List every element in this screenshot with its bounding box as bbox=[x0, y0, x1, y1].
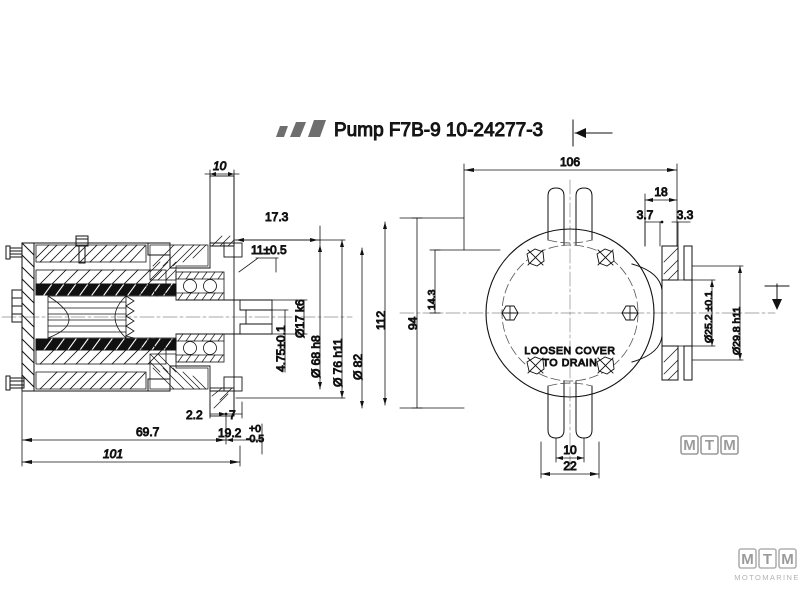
dim-d25-2 bbox=[677, 279, 716, 347]
dim-label-4-75: 4.75±0.1 bbox=[274, 325, 288, 372]
dim-label-d25-2: Ø25.2 ±0.1 bbox=[703, 291, 715, 343]
cam-ring-upper bbox=[35, 269, 167, 285]
dim-label-11: 11±0.5 bbox=[251, 243, 287, 257]
flange-bolt-bottom bbox=[5, 375, 25, 391]
dim-94 bbox=[399, 217, 465, 409]
flange-boss-middle bbox=[11, 289, 23, 323]
ball-bearing-upper bbox=[175, 271, 225, 301]
section-arrow-top bbox=[572, 119, 613, 147]
front-centerlines bbox=[399, 179, 776, 471]
watermark-letter-m1: M bbox=[683, 437, 696, 454]
dim-label-19-2: 19.2 bbox=[218, 426, 242, 440]
drain-note-line1: LOOSEN COVER bbox=[524, 345, 615, 357]
cover-bolts bbox=[501, 248, 639, 375]
dim-label-3-3: 3.3 bbox=[677, 208, 694, 222]
dim-label-19-2-tol-lo: -0.5 bbox=[246, 433, 264, 445]
dim-d68 bbox=[318, 244, 322, 390]
cover-bolt bbox=[596, 248, 615, 267]
dim-label-18: 18 bbox=[654, 185, 668, 199]
title-block: Pump F7B-9 10-24277-3 bbox=[276, 120, 544, 142]
dim-label-19-2-tol-hi: +0 bbox=[249, 423, 261, 435]
dim-7 bbox=[224, 401, 243, 419]
dim-label-94: 94 bbox=[406, 316, 420, 330]
dim-label-101: 101 bbox=[103, 447, 123, 461]
shaft-seal-upper bbox=[139, 283, 177, 297]
dim-19-2 bbox=[225, 423, 263, 455]
drive-end-flange bbox=[209, 175, 243, 417]
cam-ring-lower bbox=[35, 349, 167, 365]
watermark-center: M T M bbox=[680, 435, 739, 455]
corner-letter-m2: M bbox=[781, 551, 794, 568]
flange-bolt-top bbox=[5, 245, 23, 260]
dim-10-foot bbox=[555, 437, 585, 463]
drain-note-line2: TO DRAIN bbox=[543, 357, 598, 369]
section-arrow-right bbox=[764, 283, 790, 310]
dim-3-3 bbox=[660, 220, 691, 247]
dim-14-3 bbox=[429, 249, 501, 314]
jmp-logo-icon bbox=[276, 120, 326, 137]
dim-label-d17: Ø17 k6 bbox=[293, 299, 307, 338]
dim-label-2-2: 2.2 bbox=[186, 408, 203, 422]
pump-body-circle bbox=[485, 228, 655, 398]
housing-hatch-lower bbox=[35, 371, 147, 390]
dim-11 bbox=[238, 257, 279, 273]
dim-label-7: 7 bbox=[229, 408, 236, 422]
dim-label-top-10: 10 bbox=[213, 159, 227, 173]
front-view: LOOSEN COVER TO DRAIN 106 112 94 bbox=[374, 155, 776, 479]
port-neck-top bbox=[547, 187, 593, 246]
dim-label-d76: Ø 76 h11 bbox=[331, 338, 345, 387]
cover-bolt bbox=[596, 356, 615, 375]
side-port-flange bbox=[631, 245, 693, 381]
cover-bolt bbox=[501, 305, 519, 321]
impeller bbox=[47, 295, 127, 339]
dim-112 bbox=[383, 221, 387, 406]
dim-label-d29-8: Ø29.8 h11 bbox=[731, 307, 743, 355]
watermark-letter-m2: M bbox=[723, 437, 736, 454]
bearing-housing-hatch bbox=[149, 244, 209, 281]
dim-label-14-3: 14.3 bbox=[426, 289, 438, 310]
dim-22-foot bbox=[540, 441, 600, 479]
cover-bolt bbox=[526, 248, 545, 267]
dim-d29-8 bbox=[691, 265, 744, 361]
dim-d17 bbox=[271, 299, 308, 335]
watermark-corner-logo: M T M MOTOMARINE bbox=[734, 548, 800, 582]
dim-3-7 bbox=[644, 221, 663, 247]
dim-101 bbox=[21, 445, 241, 467]
cover-bolt bbox=[621, 305, 639, 321]
dim-label-10-foot: 10 bbox=[563, 443, 577, 457]
drawing-title: Pump F7B-9 10-24277-3 bbox=[334, 120, 543, 141]
drive-shaft bbox=[175, 299, 273, 335]
corner-letter-t: T bbox=[763, 551, 772, 568]
dim-label-112: 112 bbox=[374, 311, 388, 330]
bearing-housing-hatch-lower bbox=[149, 353, 209, 390]
corner-letter-m1: M bbox=[741, 551, 754, 568]
dim-106 bbox=[463, 163, 678, 251]
impeller-splines bbox=[124, 295, 177, 339]
dim-2-2 bbox=[209, 399, 227, 419]
dim-top-10 bbox=[204, 169, 240, 179]
longitudinal-section-view: 10 17.3 11±0.5 4.75±0.1 Ø17 k bbox=[1, 159, 366, 467]
bearing-housing bbox=[147, 242, 229, 392]
dim-label-17-3: 17.3 bbox=[265, 210, 289, 224]
cover-screw-top bbox=[75, 235, 89, 264]
watermark-letter-t: T bbox=[705, 437, 714, 454]
dim-label-d82: Ø 82 bbox=[351, 354, 365, 380]
dim-label-d68: Ø 68 h8 bbox=[309, 335, 323, 378]
dim-4-75 bbox=[245, 309, 289, 373]
corner-brand-text: MOTOMARINE bbox=[734, 573, 800, 582]
cover-bolt bbox=[526, 356, 545, 375]
housing-hatch-upper bbox=[35, 244, 147, 263]
dim-d76 bbox=[235, 239, 346, 399]
dim-label-69-7: 69.7 bbox=[136, 425, 160, 439]
ball-bearing-lower bbox=[175, 333, 225, 363]
dim-label-106: 106 bbox=[560, 155, 580, 169]
dim-label-22-foot: 22 bbox=[563, 459, 577, 473]
dim-69-7 bbox=[21, 391, 227, 467]
dim-d82 bbox=[360, 247, 364, 409]
dim-label-3-7: 3.7 bbox=[637, 208, 654, 222]
